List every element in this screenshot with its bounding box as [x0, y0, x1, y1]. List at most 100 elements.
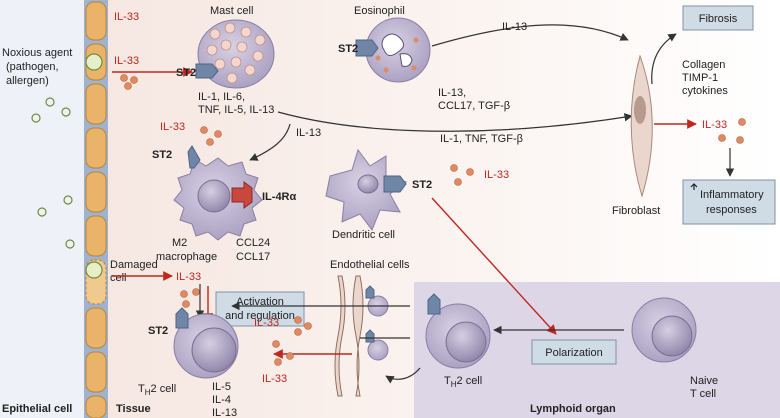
eosinophil — [365, 17, 431, 83]
st2-label: ST2 — [412, 179, 432, 191]
il13-label: IL-13 — [296, 127, 321, 139]
inflammatory-responses-box — [682, 179, 776, 225]
il33-label: IL-33 — [160, 121, 185, 133]
il33-label: IL-33 — [176, 271, 201, 283]
il33-label: IL-33 — [702, 119, 727, 131]
epithelial-cell — [85, 215, 107, 257]
th2-cell-lymphoid — [425, 303, 491, 369]
il33-molecules — [450, 164, 474, 186]
il1-tnf-tgf-label: IL-1, TNF, TGF-β — [440, 133, 523, 145]
il33-molecules — [120, 74, 138, 90]
damaged-cell-label: Damaged — [110, 259, 158, 271]
m2-macrophage-label: macrophage — [156, 251, 217, 263]
eosinophil-products: IL-13, — [438, 87, 466, 99]
st2-receptor-icon — [365, 285, 375, 299]
st2-receptor-icon — [195, 63, 219, 79]
naive-t-cell-label: Naive — [690, 375, 718, 387]
fibrosis-label: Fibrosis — [699, 13, 738, 25]
arrow-eosinophil-to-fibroblast — [431, 24, 629, 47]
epithelial-cell — [85, 307, 107, 349]
epithelial-cell — [85, 351, 107, 393]
polarization-box — [531, 339, 617, 365]
st2-receptor-icon — [355, 39, 379, 57]
noxious-agent-label: Noxious agent — [2, 47, 72, 59]
pathogen-icon — [85, 53, 103, 71]
polarization-label: Polarization — [545, 347, 602, 359]
activation-label: and regulation — [225, 310, 295, 322]
arrow-il13-to-macrophage — [249, 123, 291, 161]
fibroblast — [630, 54, 653, 198]
il33-label: IL-33 — [262, 373, 287, 385]
st2-receptor-icon — [175, 307, 189, 329]
arrow-fibroblast-to-fibrosis — [651, 33, 677, 85]
il4ra-label: IL-4Rα — [262, 191, 297, 203]
pathogen-icons — [31, 53, 103, 279]
st2-receptor-icon — [383, 175, 407, 193]
th2-cytokines: IL-5 — [212, 381, 231, 393]
arrow-mast-to-fibroblast — [277, 111, 633, 132]
lymphoid-organ-region-label: Lymphoid organ — [530, 403, 616, 415]
pathogen-icon — [37, 207, 47, 217]
fibroblast-products: Collagen — [682, 59, 725, 71]
fibroblast-products: cytokines — [682, 85, 728, 97]
il33-label: IL-33 — [114, 11, 139, 23]
macrophage-chemokines: CCL24 — [236, 237, 270, 249]
mast-cell-label: Mast cell — [210, 5, 253, 17]
inflammatory-label: Inflammatory — [700, 189, 764, 201]
naive-t-cell — [631, 297, 697, 363]
th2-cell-label: TH2 cell — [138, 383, 176, 397]
th2-lymphoid-label: TH2 cell — [444, 375, 482, 389]
m2-macrophage-label: M2 — [172, 237, 187, 249]
st2-label: ST2 — [152, 149, 172, 161]
arrow-dendritic-to-polarization — [431, 197, 557, 335]
arrow-lymphoid-to-endothelial — [385, 367, 421, 384]
mast-cytokines: IL-1, IL-6, — [198, 91, 245, 103]
dendritic-cell — [325, 148, 408, 232]
eosinophil-label: Eosinophil — [354, 5, 405, 17]
mast-cytokines: TNF, IL-5, IL-13 — [198, 104, 274, 116]
epithelial-cell — [85, 395, 107, 418]
naive-t-cell-label: T cell — [690, 388, 716, 400]
pathogen-icon — [61, 107, 71, 117]
fibroblast-products: TIMP-1 — [682, 72, 718, 84]
st2-receptor-icon — [427, 293, 441, 315]
il4ra-receptor-icon — [231, 181, 253, 209]
il33-label: IL-33 — [254, 317, 279, 329]
tissue-region-label: Tissue — [116, 403, 151, 415]
epithelial-cell — [85, 171, 107, 213]
st2-label: ST2 — [148, 325, 168, 337]
fibrosis-box — [682, 5, 754, 31]
epithelial-cell — [85, 127, 107, 169]
pathogen-icon — [45, 97, 55, 107]
damaged-cell-label: cell — [110, 272, 127, 284]
st2-receptor-icon — [187, 145, 201, 169]
il33-molecules — [200, 126, 222, 146]
eosinophil-products: CCL17, TGF-β — [438, 100, 510, 112]
endothelial-label: Endothelial cells — [330, 259, 410, 271]
m2-macrophage — [173, 157, 263, 241]
il33-label: IL-33 — [114, 55, 139, 67]
th2-cytokines: IL-4 — [212, 394, 231, 406]
activation-label: Activation — [236, 296, 284, 308]
pathogen-icon — [85, 261, 103, 279]
fibroblast-label: Fibroblast — [612, 205, 660, 217]
inflammatory-label: responses — [706, 204, 757, 216]
th2-cytokines: IL-13 — [212, 407, 237, 418]
st2-label: ST2 — [176, 67, 196, 79]
up-arrow-icon — [690, 183, 698, 190]
activation-regulation-box — [215, 291, 305, 327]
il33-molecules — [272, 316, 312, 366]
epithelial-cell — [85, 83, 107, 125]
st2-label: ST2 — [338, 43, 358, 55]
il33-label: IL-33 — [484, 169, 509, 181]
pathogen-icon — [65, 239, 75, 249]
il33-molecules — [718, 118, 746, 144]
pathogen-icon — [31, 113, 41, 123]
noxious-agent-label: (pathogen, — [6, 61, 59, 73]
noxious-agent-label: allergen) — [6, 75, 49, 87]
macrophage-chemokines: CCL17 — [236, 251, 270, 263]
epithelial-cell-region-label: Epithelial cell — [2, 403, 72, 415]
il13-label: IL-13 — [502, 21, 527, 33]
pathogen-icon — [63, 195, 73, 205]
